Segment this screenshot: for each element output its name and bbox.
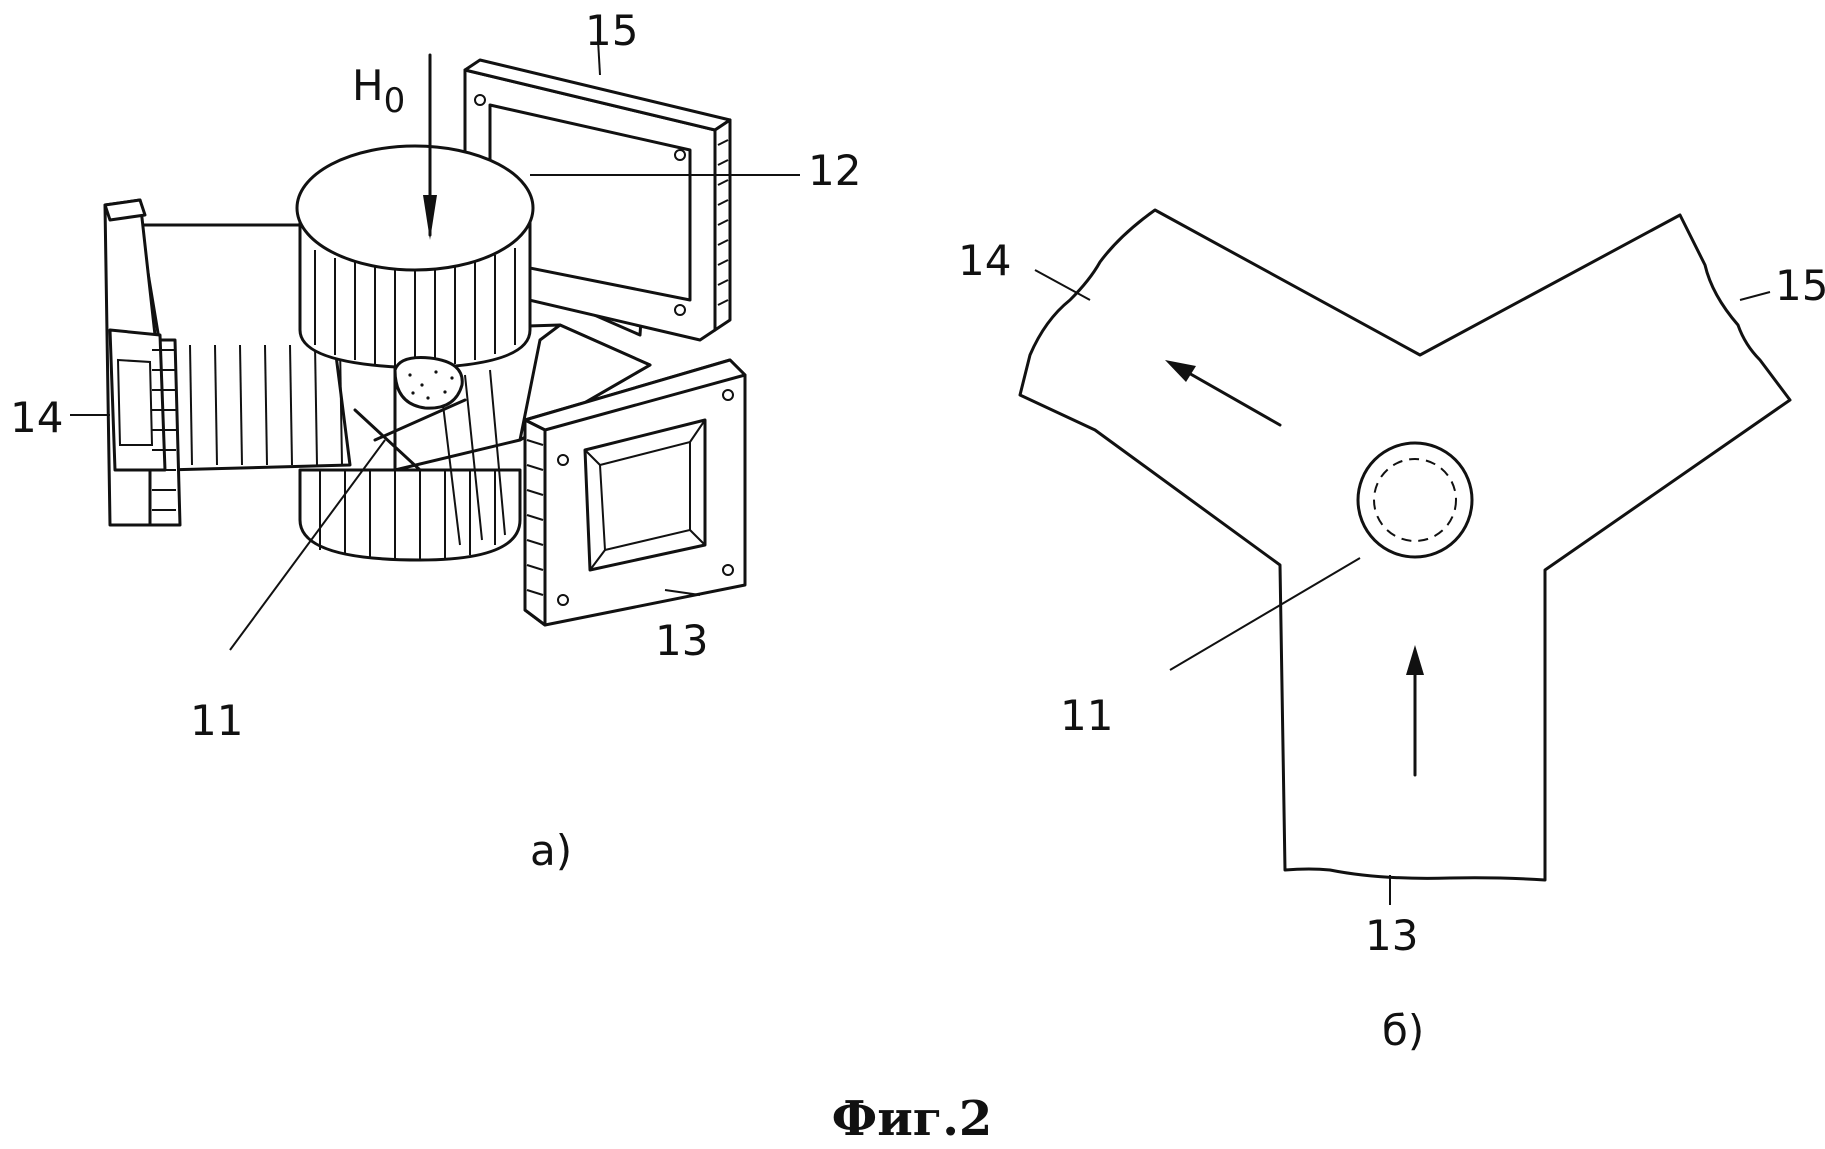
y-junction-outline [1018, 208, 1792, 882]
flange-14-hatching [152, 349, 176, 511]
figure-caption: Фиг.2 [832, 1091, 993, 1147]
waveguide-arm-14 [103, 198, 352, 527]
flow-arrow-out-14 [1165, 360, 1282, 427]
lower-disk-hatching [319, 470, 496, 560]
label-14-b: 14 [958, 236, 1011, 285]
label-14-a: 14 [10, 393, 63, 442]
upper-disk-hatching [314, 248, 516, 367]
magnetic-field-arrow [423, 53, 437, 240]
leader-14-b [1034, 269, 1091, 301]
ferrite-post-11 [353, 356, 467, 472]
ferrite-disk-inner [1373, 458, 1457, 542]
panel-a-sublabel: а) [530, 826, 572, 875]
label-15-a: 15 [585, 6, 638, 55]
label-12-a: 12 [808, 146, 861, 195]
label-13-a: 13 [655, 616, 708, 665]
flange-13-hatching [526, 439, 544, 596]
panel-a-isometric-circulator: H0 15 12 14 13 11 а) [10, 6, 861, 875]
panel-b-top-view-junction: 14 15 11 13 б) [958, 208, 1825, 1055]
label-11-a: 11 [190, 696, 243, 745]
label-13-b: 13 [1365, 911, 1418, 960]
label-15-b: 15 [1775, 261, 1825, 310]
flow-arrow-in-13 [1406, 645, 1424, 777]
panel-b-sublabel: б) [1382, 1006, 1424, 1055]
leader-15-a [597, 39, 601, 76]
ferrite-disk-outer [1356, 441, 1474, 559]
leader-11-b [1169, 557, 1361, 671]
leader-11-a [229, 439, 386, 651]
flange-15-hatching [717, 139, 729, 306]
leader-13-a [664, 589, 701, 596]
upper-disk-top-face [295, 144, 535, 272]
lower-disk-body [298, 468, 522, 562]
label-11-b: 11 [1060, 691, 1113, 740]
upper-ferrite-disk [295, 144, 535, 370]
field-label-h0: H0 [352, 61, 405, 121]
leader-15-b [1739, 291, 1771, 301]
arm-14-side-hatching [189, 344, 343, 466]
